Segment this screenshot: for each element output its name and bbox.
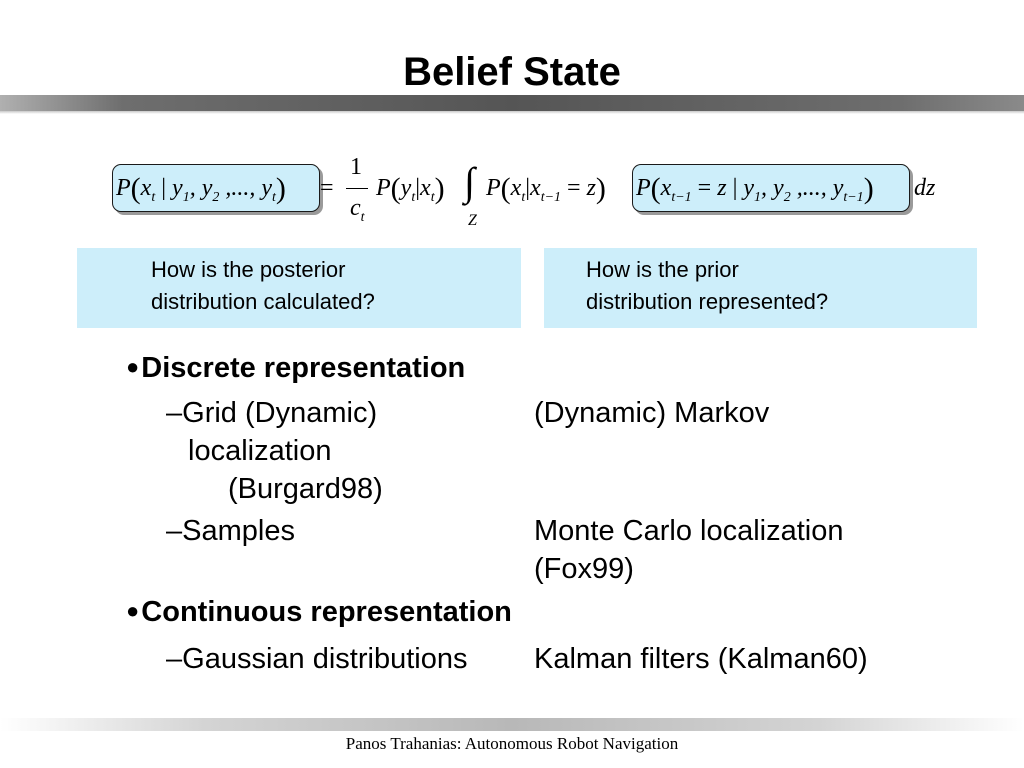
dash-marker: – — [166, 515, 183, 547]
formula-equals: = — [320, 175, 334, 201]
fraction-denominator: ct — [350, 195, 365, 225]
formula-prior: P(xt−1 = z | y1, y2 ,..., yt−1) — [636, 172, 874, 206]
integral-lower-bound: Z — [468, 212, 477, 229]
posterior-callout: How is the posterior distribution calcul… — [77, 248, 521, 328]
footer-divider-bar — [0, 718, 1024, 731]
bullet-dot: ● — [126, 354, 140, 379]
fraction-numerator: 1 — [350, 154, 362, 180]
bullet-discrete: ●Discrete representation — [126, 348, 465, 387]
bullet-discrete-heading: Discrete representation — [141, 352, 466, 384]
grid-method: (Dynamic) Markov — [534, 397, 770, 429]
sub-bullet-grid: –Grid (Dynamic) — [166, 394, 377, 432]
fraction-line — [346, 188, 368, 189]
prior-callout: How is the prior distribution represente… — [544, 248, 977, 328]
samples-citation: (Fox99) — [534, 553, 634, 585]
prior-callout-line2: distribution represented? — [586, 289, 829, 314]
grid-label: Grid (Dynamic) — [182, 397, 378, 429]
sub-bullet-gaussian: –Gaussian distributions — [166, 640, 467, 678]
dash-marker: – — [166, 397, 183, 429]
belief-state-formula: P(xt | y1, y2 ,..., yt) = 1 ct P(yt|xt) … — [110, 150, 950, 240]
bullet-dot: ● — [126, 598, 140, 623]
bullet-continuous: ●Continuous representation — [126, 592, 512, 631]
posterior-callout-line1: How is the posterior — [151, 257, 346, 282]
formula-lhs: P(xt | y1, y2 ,..., yt) — [116, 172, 286, 206]
posterior-callout-line2: distribution calculated? — [151, 289, 375, 314]
formula-dz: dz — [914, 175, 936, 201]
grid-citation: (Burgard98) — [228, 473, 383, 505]
title-divider-bar — [0, 95, 1024, 114]
gaussian-label: Gaussian distributions — [182, 643, 468, 675]
samples-label: Samples — [182, 515, 295, 547]
formula-likelihood: P(yt|xt) — [376, 172, 445, 206]
grid-method-line2: localization — [188, 435, 332, 467]
samples-method: Monte Carlo localization — [534, 515, 844, 547]
slide-footer: Panos Trahanias: Autonomous Robot Naviga… — [345, 734, 679, 753]
bullet-continuous-heading: Continuous representation — [141, 596, 512, 628]
dash-marker: – — [166, 643, 183, 675]
posterior-highlight-box — [112, 164, 320, 212]
prior-callout-line1: How is the prior — [586, 257, 739, 282]
prior-highlight-box — [632, 164, 910, 212]
sub-bullet-samples: –Samples — [166, 512, 295, 550]
formula-transition: P(xt|xt−1 = z) — [486, 172, 606, 206]
integral-sign: ∫ — [464, 159, 475, 204]
slide-title: Belief State — [403, 50, 621, 94]
gaussian-method: Kalman filters (Kalman60) — [534, 643, 868, 675]
